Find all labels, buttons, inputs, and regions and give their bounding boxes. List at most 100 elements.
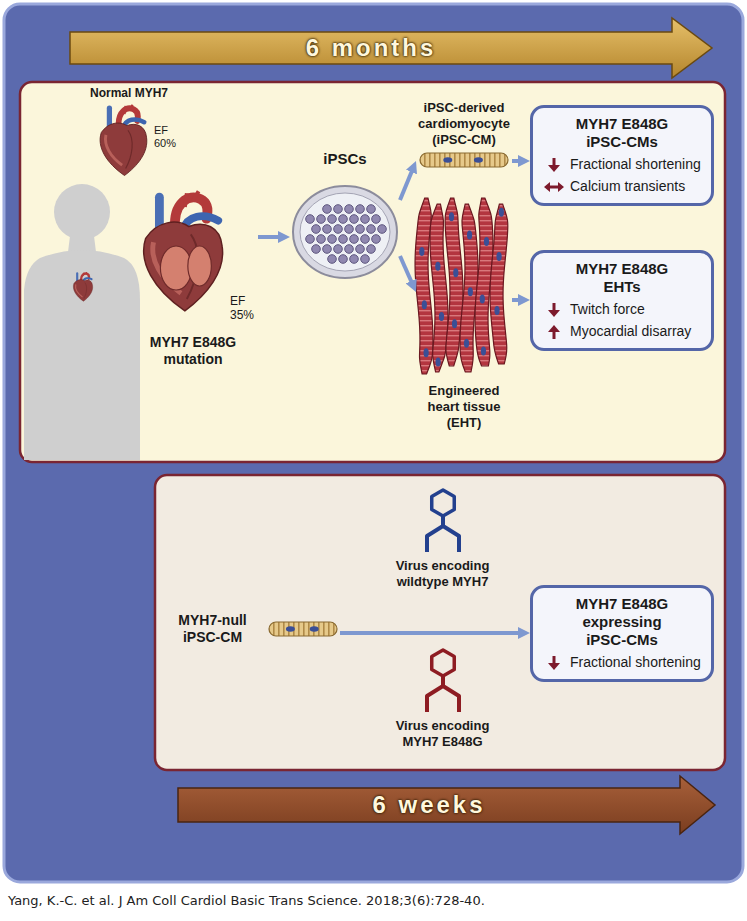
ipsc-cell xyxy=(312,245,321,254)
result-row: Calcium transients xyxy=(543,178,703,195)
ipsc-cell xyxy=(356,205,365,214)
trend-arrow xyxy=(543,157,565,173)
cell-label: MYH7-null iPSC-CM xyxy=(165,612,340,646)
ipsc-cell xyxy=(361,235,370,244)
engineered-tissue xyxy=(415,198,508,374)
ipsc-cell xyxy=(334,225,343,234)
nucleus xyxy=(467,230,472,239)
nucleus xyxy=(310,626,319,632)
dish-label: iPSCs xyxy=(290,150,400,168)
caption: Yang, K.-C. et al. J Am Coll Cardiol Bas… xyxy=(8,893,485,909)
nucleus xyxy=(452,319,457,328)
heart-space: EF 35% xyxy=(128,188,258,318)
result-box: MYH7 E848G EHTsTwitch forceMyocardial di… xyxy=(530,250,714,351)
result-row: Fractional shortening xyxy=(543,654,703,671)
ejection-fraction: EF 60% xyxy=(154,124,184,150)
ipsc-cell xyxy=(356,225,365,234)
ipsc-cell xyxy=(334,245,343,254)
ipsc-colony xyxy=(306,205,387,264)
heart-illustration xyxy=(100,105,147,176)
ipsc-cell xyxy=(367,205,376,214)
timeline-label: 6 weeks xyxy=(178,788,680,822)
nucleus xyxy=(494,306,499,315)
trend-arrow xyxy=(543,179,565,195)
ipsc-cell xyxy=(328,255,337,264)
ipsc-cell xyxy=(367,225,376,234)
nucleus xyxy=(481,347,486,356)
ipsc-cell xyxy=(334,205,343,214)
cell-body xyxy=(269,622,337,636)
person-silhouette xyxy=(24,250,140,460)
ipsc-cell xyxy=(378,225,387,234)
tissue-label-text: Engineered heart tissue (EHT) xyxy=(416,383,512,431)
arrow-glyph xyxy=(544,182,564,192)
ipsc-cell xyxy=(306,215,315,224)
ipsc-cell xyxy=(323,225,332,234)
arrow-glyph xyxy=(553,331,556,339)
muscle-fiber xyxy=(490,204,508,364)
nucleus xyxy=(422,300,427,309)
nucleus xyxy=(443,157,452,163)
cell-body xyxy=(420,153,508,167)
result-heading: MYH7 E848G iPSC-CMs xyxy=(562,115,682,151)
ipsc-cell xyxy=(339,255,348,264)
ejection-fraction: EF 35% xyxy=(230,294,258,322)
muscle-fiber xyxy=(460,204,478,372)
nucleus xyxy=(435,357,440,366)
ipsc-cell xyxy=(367,245,376,254)
virus-label: Virus encoding wildtype MYH7 xyxy=(385,488,500,590)
outer-panel xyxy=(4,4,743,882)
arrow-glyph xyxy=(548,165,560,172)
cell-label-text: MYH7-null iPSC-CM xyxy=(165,612,260,646)
person-neck xyxy=(68,236,96,252)
result-heading: MYH7 E848G expressing iPSC-CMs xyxy=(562,595,682,649)
arrow-glyph xyxy=(548,310,560,317)
arrow-glyph xyxy=(553,656,556,664)
result-heading: MYH7 E848G EHTs xyxy=(562,260,682,296)
result-box: MYH7 E848G iPSC-CMsFractional shortening… xyxy=(530,105,714,206)
result-item: Fractional shortening xyxy=(570,654,701,671)
result-row: Fractional shortening xyxy=(543,156,703,173)
timeline-arrow xyxy=(70,18,712,78)
result-item: Myocardial disarray xyxy=(570,323,691,340)
ipsc-cell xyxy=(345,205,354,214)
dish-space xyxy=(290,168,400,286)
connectors xyxy=(258,161,522,633)
ipsc-cell xyxy=(339,215,348,224)
heart-illustration xyxy=(73,272,92,301)
nucleus xyxy=(468,287,473,296)
flow-arrow xyxy=(400,256,413,285)
virus-label-text: Virus encoding MYH7 E848G xyxy=(385,718,500,750)
ipsc-cell xyxy=(317,235,326,244)
ipsc-cell xyxy=(323,245,332,254)
ipsc-cell xyxy=(350,235,359,244)
heart-label: EF 35% MYH7 E848G mutation xyxy=(128,188,258,368)
ipsc-cell xyxy=(372,235,381,244)
tissue-label: Engineered heart tissue (EHT) xyxy=(416,195,512,431)
nucleus xyxy=(499,208,504,217)
ipsc-cell xyxy=(345,245,354,254)
heart-title: MYH7 E848G mutation xyxy=(128,334,258,368)
person-head xyxy=(54,184,110,240)
cell-wrap xyxy=(416,152,512,168)
result-row: Twitch force xyxy=(543,301,703,318)
nucleus xyxy=(424,348,429,357)
heart-label: Normal MYH7 EF 60% xyxy=(90,86,190,186)
ipsc-cell xyxy=(350,215,359,224)
heart-illustration xyxy=(144,191,223,311)
nucleus xyxy=(419,247,424,256)
arrow-glyph xyxy=(553,303,556,311)
heart-title: Normal MYH7 xyxy=(90,86,190,100)
virus-icon xyxy=(393,648,493,714)
nucleus xyxy=(435,262,440,271)
result-item: Twitch force xyxy=(570,301,645,318)
ipsc-cell xyxy=(356,245,365,254)
nucleus xyxy=(496,252,501,261)
nucleus xyxy=(286,626,295,632)
arrow-glyph xyxy=(548,663,560,670)
ipsc-cell xyxy=(339,235,348,244)
ipsc-dish: iPSCs xyxy=(290,150,400,286)
ipsc-cell xyxy=(306,235,315,244)
ipsc-cell xyxy=(312,225,321,234)
ipsc-cell xyxy=(361,255,370,264)
